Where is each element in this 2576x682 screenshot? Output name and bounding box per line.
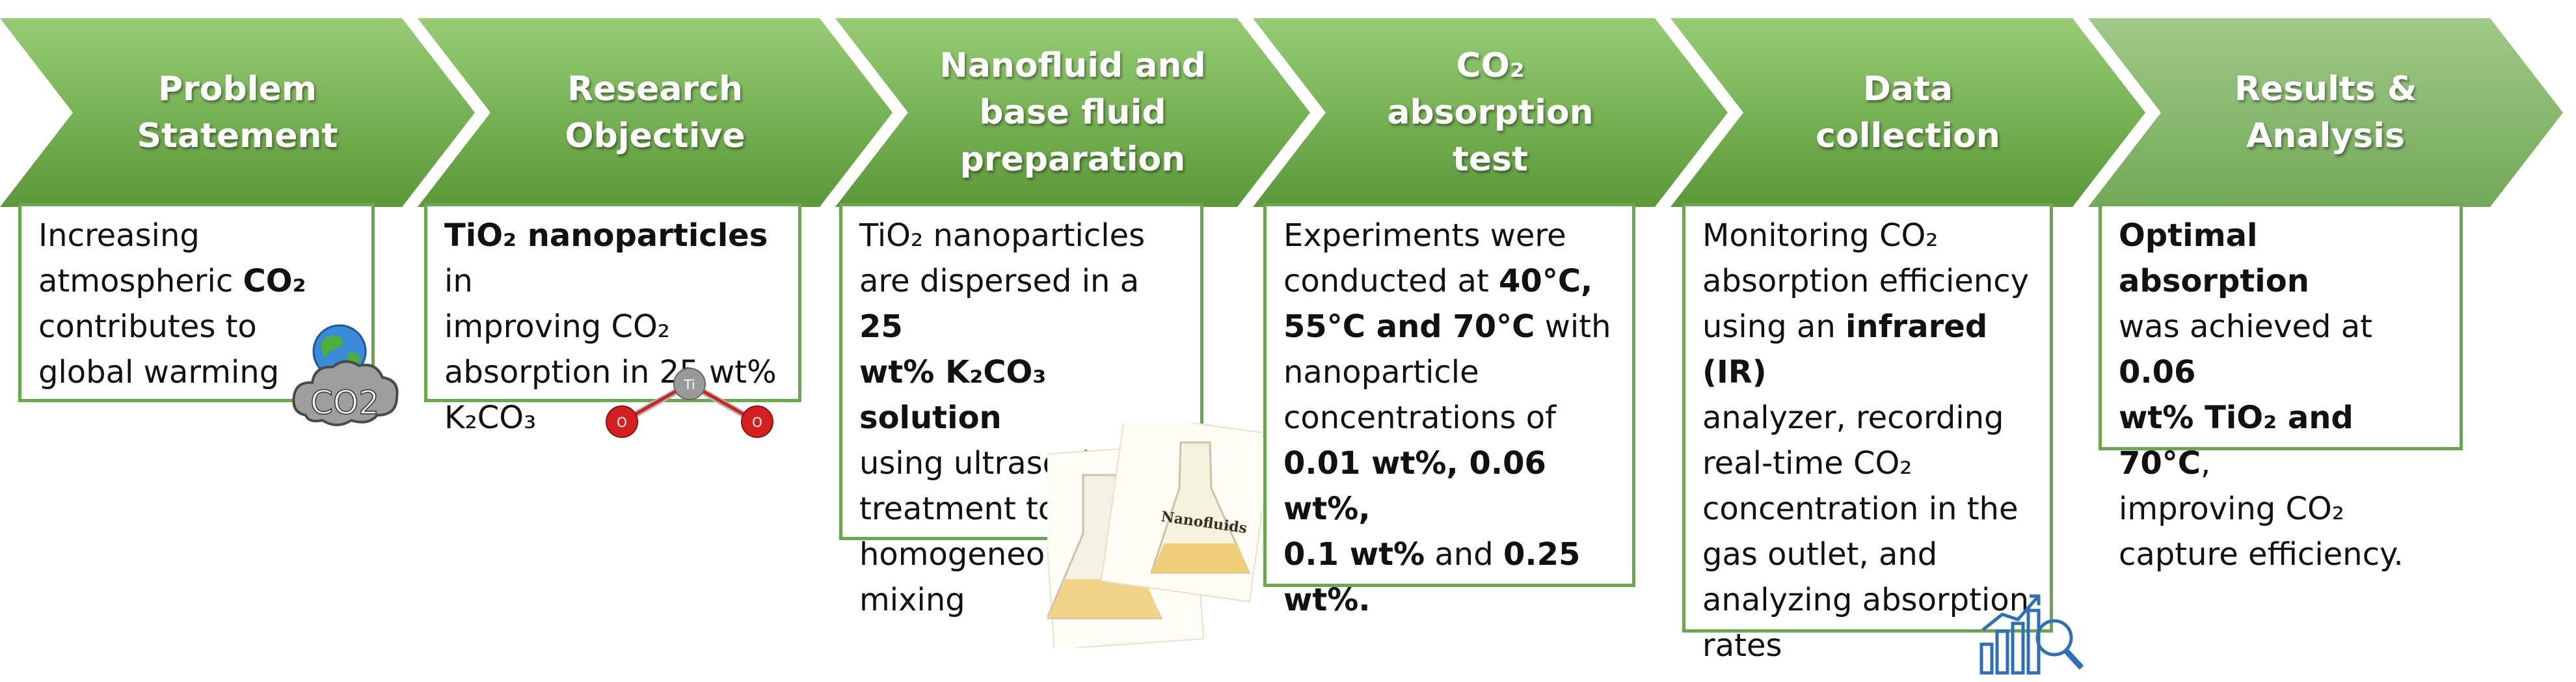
svg-text:O: O — [617, 415, 627, 430]
svg-text:Ti: Ti — [683, 377, 695, 392]
chevron-step-results-analysis: Results &Analysis — [2088, 18, 2563, 207]
tio2-molecule-icon: Ti O O — [598, 364, 781, 443]
absorption-test-box: Experiments were conducted at 40°C, 55°C… — [1263, 203, 1635, 618]
step-title: Results &Analysis — [2234, 70, 2417, 156]
data-collection-box: Monitoring CO₂ absorption efficiency usi… — [1682, 203, 2053, 664]
co2-cloud-earth-icon: CO2 — [286, 318, 403, 441]
nanofluid-flasks-icon: Nanofluids — [1040, 413, 1274, 650]
problem-statement-box: Increasing atmospheric CO₂ contributes t… — [18, 203, 375, 402]
research-objective-box: TiO₂ nanoparticles in improving CO₂ abso… — [424, 203, 801, 436]
svg-text:O: O — [752, 415, 762, 430]
results-analysis-box: Optimal absorption was achieved at 0.06 … — [2099, 203, 2463, 573]
svg-text:CO2: CO2 — [310, 384, 379, 422]
bar-chart-magnifier-icon — [1978, 584, 2088, 675]
